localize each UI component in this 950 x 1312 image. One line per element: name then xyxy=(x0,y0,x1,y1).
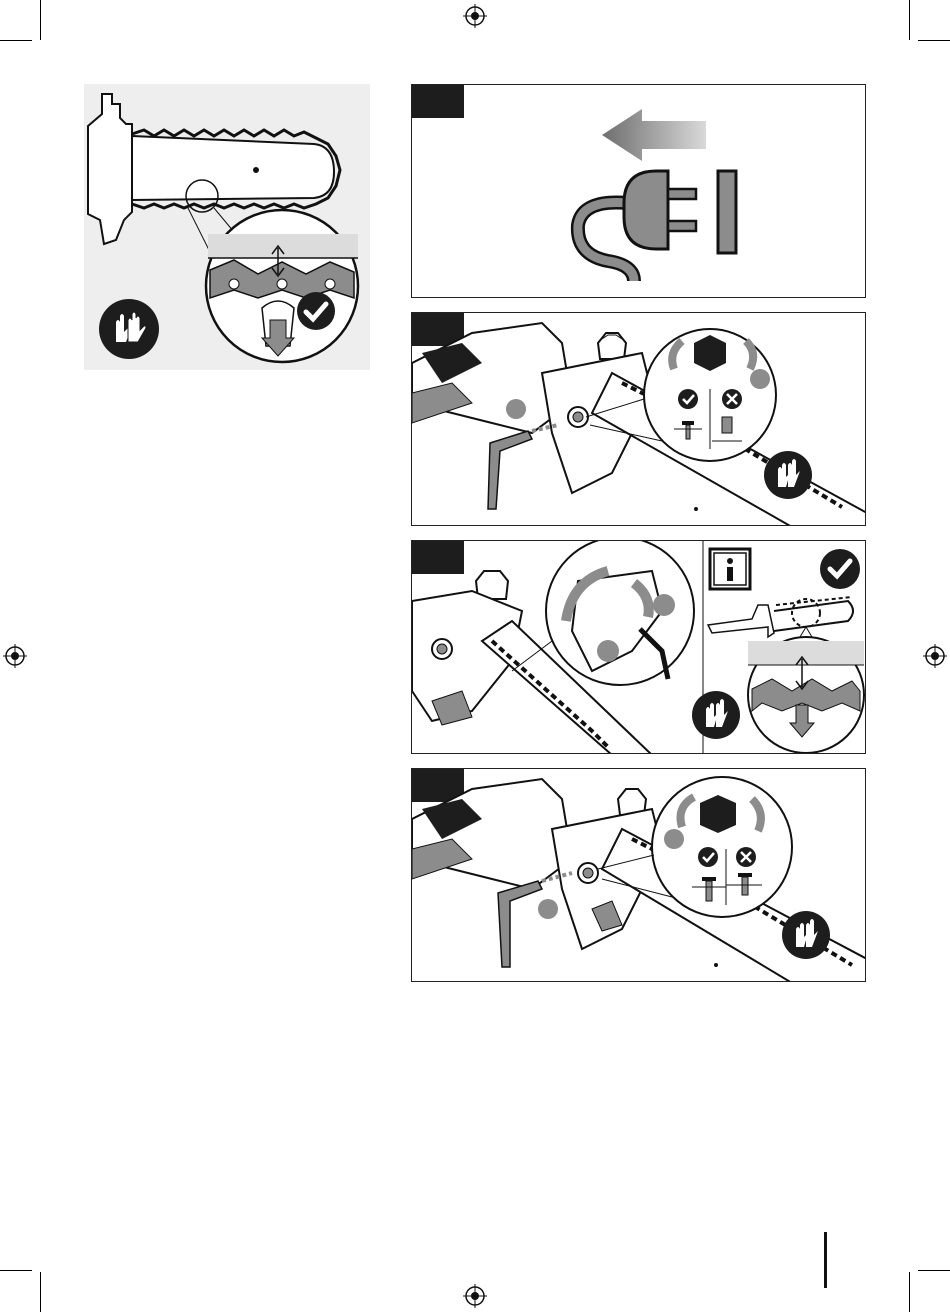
registration-target-icon xyxy=(463,1284,487,1308)
crop-mark xyxy=(0,1270,32,1271)
page-edge-bar xyxy=(824,1232,827,1288)
crop-mark xyxy=(918,1270,950,1271)
checkmark-icon xyxy=(678,389,698,409)
registration-target-icon xyxy=(463,4,487,28)
registration-target-icon xyxy=(3,644,27,668)
checkmark-icon xyxy=(296,291,336,331)
step-2-panel xyxy=(411,312,866,526)
crop-mark xyxy=(918,40,950,41)
step-4-panel xyxy=(411,768,866,982)
chain-tension-illustration xyxy=(84,84,370,370)
step-1-panel xyxy=(411,84,866,298)
crop-mark xyxy=(909,1272,910,1312)
hex-bolt-icon xyxy=(700,795,736,833)
registration-target-icon xyxy=(923,644,947,668)
checkmark-icon xyxy=(698,847,718,867)
crop-mark xyxy=(909,0,910,40)
plug-icon xyxy=(412,85,866,298)
gloves-icon xyxy=(98,298,160,360)
crop-mark xyxy=(40,1272,41,1312)
crop-mark xyxy=(0,40,32,41)
step-3-panel xyxy=(411,540,866,754)
crop-mark xyxy=(40,0,41,40)
